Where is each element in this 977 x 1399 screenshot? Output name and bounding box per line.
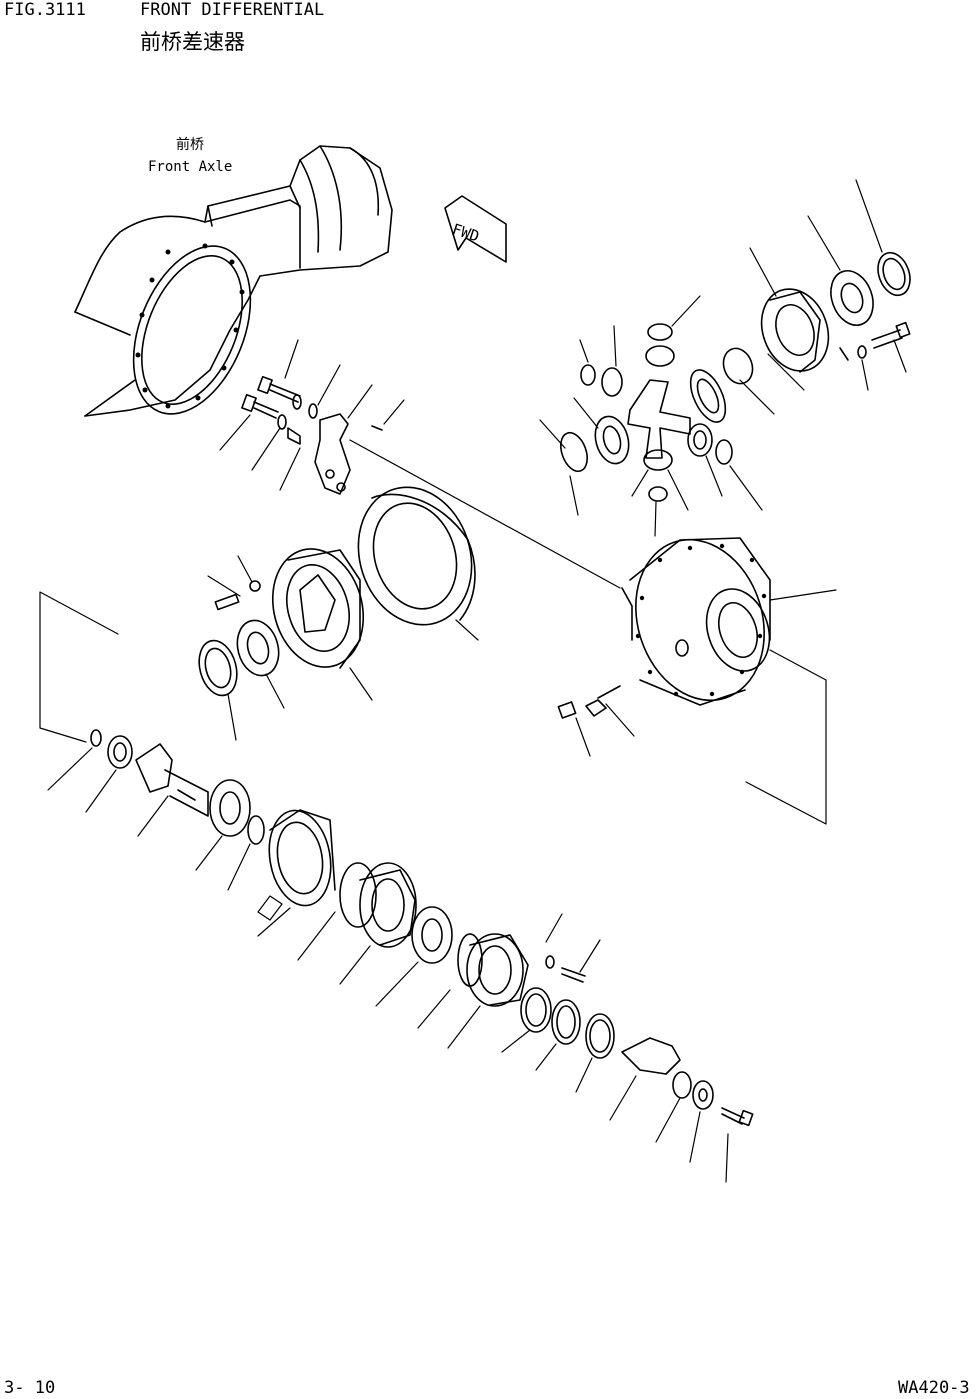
front-axle-label-english: Front Axle (148, 159, 233, 175)
carrier-housing (558, 523, 784, 718)
differential-case-right (751, 248, 916, 380)
front-axle-label-chinese: 前桥 (176, 137, 204, 153)
bearing-left (193, 581, 284, 700)
pinion-shaft-stack (91, 730, 753, 1125)
figure-number: FIG.3111 (4, 0, 86, 20)
ring-gear (341, 472, 489, 639)
bolt-set-upper (242, 377, 382, 494)
forward-arrow (445, 196, 506, 262)
figure-title-english: FRONT DIFFERENTIAL (140, 0, 325, 20)
leader-lines (40, 180, 906, 1182)
figure-title-chinese: 前桥差速器 (140, 30, 245, 54)
differential-case (260, 539, 376, 678)
spider-gear-cluster (556, 324, 757, 501)
page-number: 3- 10 (4, 1378, 56, 1398)
front-axle-housing (75, 146, 392, 431)
model-code: WA420-3 (898, 1378, 970, 1398)
